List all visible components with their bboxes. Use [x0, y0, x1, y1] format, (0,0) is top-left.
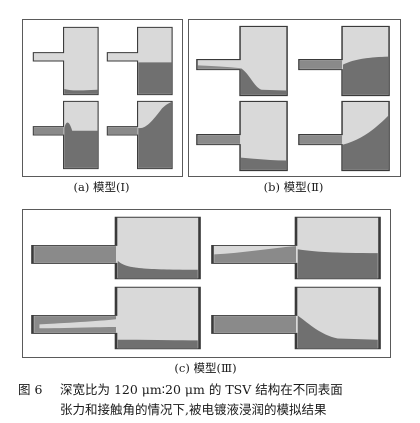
- tsv-wetting-stage-3: [31, 286, 201, 350]
- tsv-wetting-stage-4: [211, 286, 381, 350]
- tsv-wetting-stage-4: [106, 100, 173, 170]
- simulation-cell: [209, 286, 383, 350]
- simulation-cell: [193, 100, 291, 172]
- panel-caption: (a) 模型(Ⅰ): [73, 180, 130, 194]
- tsv-wetting-stage-2: [106, 26, 173, 96]
- panel-caption: (b) 模型(Ⅱ): [263, 180, 324, 194]
- simulation-cell: [295, 100, 393, 172]
- tsv-wetting-stage-1: [196, 25, 288, 97]
- figure-label: 图 6: [18, 382, 43, 397]
- panel-model-2: [188, 19, 401, 177]
- simulation-cell: [209, 216, 383, 280]
- tsv-wetting-stage-1: [31, 216, 201, 280]
- simulation-cell: [29, 286, 203, 350]
- caption-line: 深宽比为 120 μm∶20 μm 的 TSV 结构在不同表面: [60, 382, 343, 397]
- tsv-wetting-stage-3: [196, 100, 288, 172]
- simulation-cell: [29, 26, 101, 96]
- simulation-cell: [193, 25, 291, 97]
- tsv-wetting-stage-3: [32, 100, 99, 170]
- simulation-cell: [103, 26, 175, 96]
- panel-model-1: [22, 19, 183, 177]
- tsv-wetting-stage-4: [298, 100, 390, 172]
- simulation-cell: [29, 100, 101, 170]
- tsv-wetting-stage-1: [32, 26, 99, 96]
- simulation-cell: [295, 25, 393, 97]
- panel-model-3: [22, 209, 391, 358]
- panel-caption: (c) 模型(Ⅲ): [174, 361, 237, 375]
- simulation-cell: [103, 100, 175, 170]
- caption-line: 张力和接触角的情况下,被电镀液浸润的模拟结果: [60, 402, 327, 417]
- figure-caption: 图 6 深宽比为 120 μm∶20 μm 的 TSV 结构在不同表面 张力和接…: [18, 380, 418, 422]
- tsv-wetting-stage-2: [211, 216, 381, 280]
- tsv-wetting-stage-2: [298, 25, 390, 97]
- simulation-cell: [29, 216, 203, 280]
